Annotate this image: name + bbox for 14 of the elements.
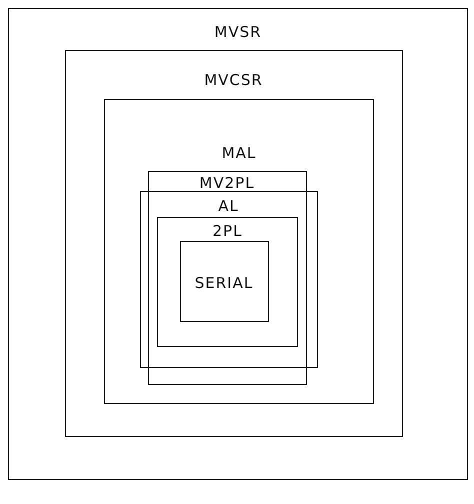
set-label: 2PL	[212, 222, 242, 240]
set-label: SERIAL	[194, 274, 254, 292]
set-box	[64, 50, 402, 436]
set-label: MVSR	[214, 23, 262, 41]
set-box	[8, 8, 468, 480]
set-box	[140, 190, 318, 368]
set-label: MVCSR	[204, 70, 263, 88]
set-box	[104, 99, 374, 404]
set-label: AL	[218, 196, 239, 214]
set-box	[148, 170, 306, 384]
set-box	[157, 217, 298, 347]
set-label: MAL	[222, 144, 256, 162]
set-label: MV2PL	[199, 174, 255, 192]
set-box	[180, 240, 268, 322]
